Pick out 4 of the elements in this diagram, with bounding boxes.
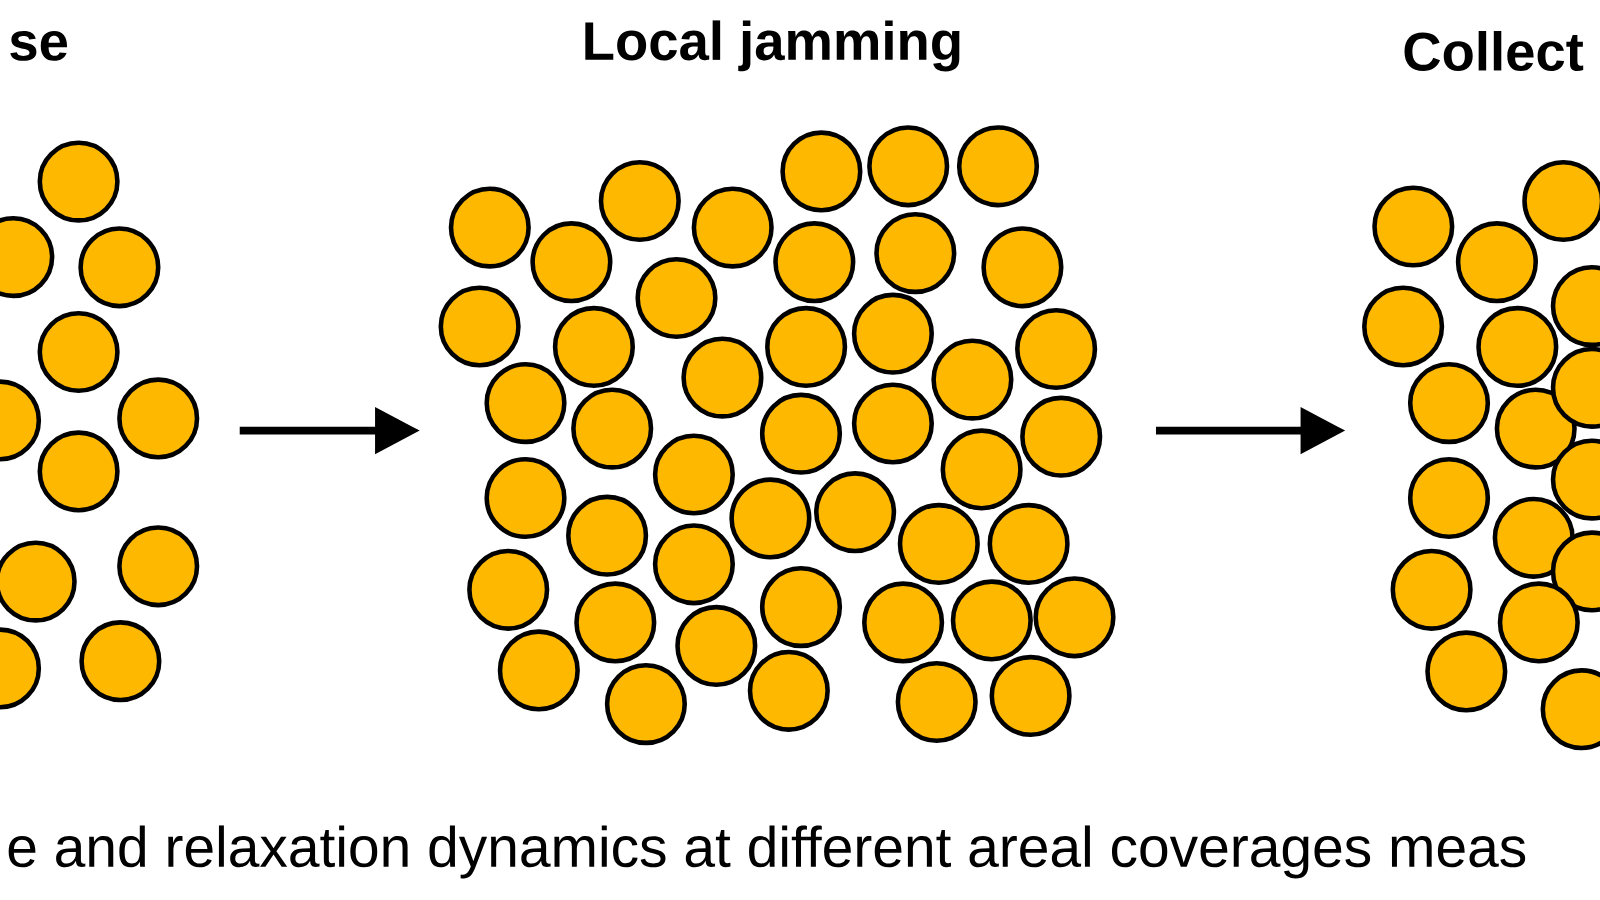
caption: e and relaxation dynamics at different areal coverages meas <box>8 825 1526 879</box>
panel-heading: Local jamming <box>585 20 960 72</box>
panel-heading: se <box>10 31 68 61</box>
panel-heading: Collect <box>1404 31 1584 71</box>
